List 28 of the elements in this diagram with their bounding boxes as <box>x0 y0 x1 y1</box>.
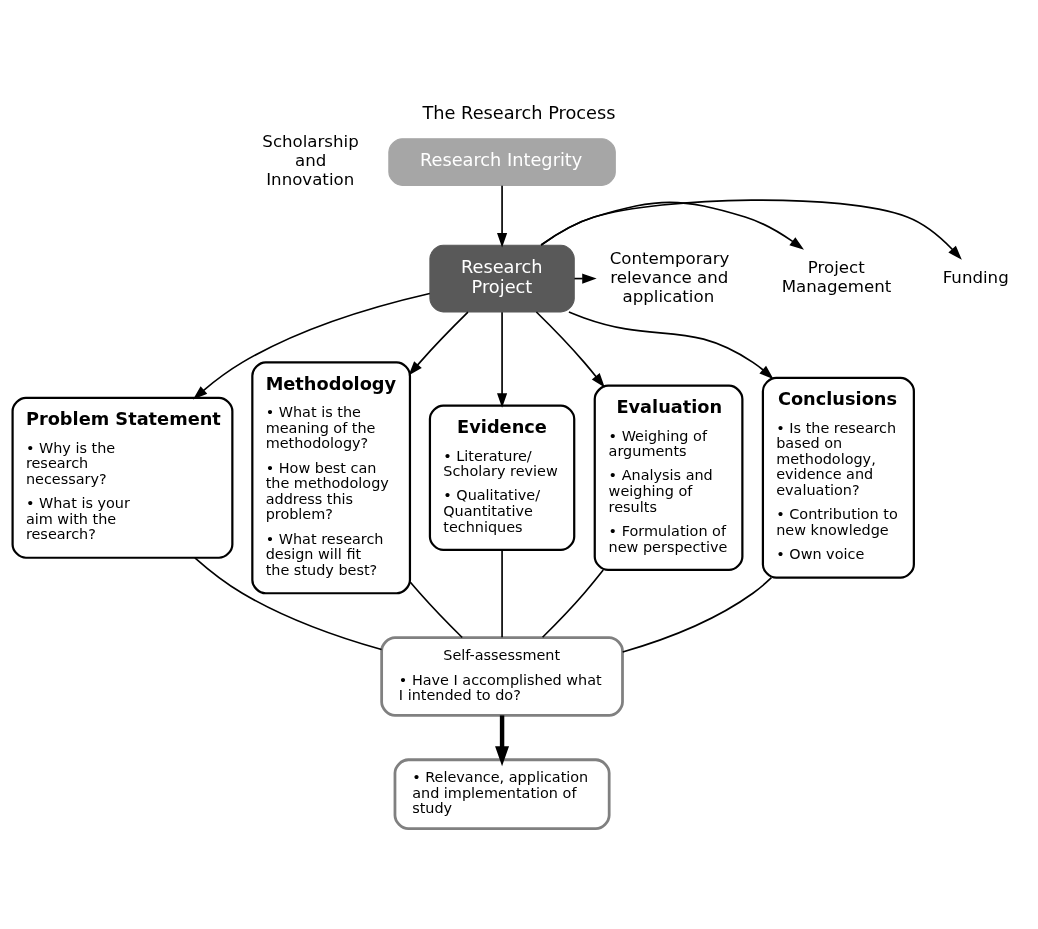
connector <box>621 576 773 653</box>
connector <box>194 557 383 651</box>
node-box: • Relevance, application and implementation of study <box>393 758 611 830</box>
arrow <box>540 199 962 260</box>
node-text: Funding <box>942 268 1009 288</box>
node-box: Self-assessment • Have I accomplished what I intended to do? <box>380 636 624 717</box>
node-text: Project Management <box>781 258 892 296</box>
arrow <box>497 184 508 248</box>
node-text: Contemporary relevance and application <box>609 249 730 306</box>
arrow <box>408 311 469 376</box>
arrow <box>497 311 508 408</box>
connector <box>409 581 463 639</box>
connector <box>501 549 503 639</box>
arrow <box>568 311 774 380</box>
diagram-title: The Research Process <box>422 103 616 124</box>
connector <box>541 569 605 639</box>
node-box: Conclusions • Is the research based on methodology, evidence and evaluation? • Contribution to new knowledge • Own voice <box>761 376 915 579</box>
node-box: Problem Statement • Why is the research necessary? • What is your aim with the research? <box>11 396 234 559</box>
arrow <box>540 201 804 250</box>
node-box: Research Project <box>429 244 575 313</box>
label: Scholarship and Innovation <box>262 132 359 189</box>
node-box: Evaluation • Weighing of arguments • Analysis and weighing of results • Formulation of new perspective <box>593 384 744 572</box>
node-box: Methodology • What is the meaning of the methodology? • How best can the methodology address this problem? • What research design will fit the study best? <box>251 361 412 595</box>
arrow <box>193 292 431 400</box>
arrow <box>535 311 605 388</box>
arrow <box>495 715 510 767</box>
node-box: Evidence • Literature/ Scholary review • Qualitative/ Quantitative techniques <box>428 404 576 552</box>
node-box: Research Integrity <box>388 138 616 186</box>
